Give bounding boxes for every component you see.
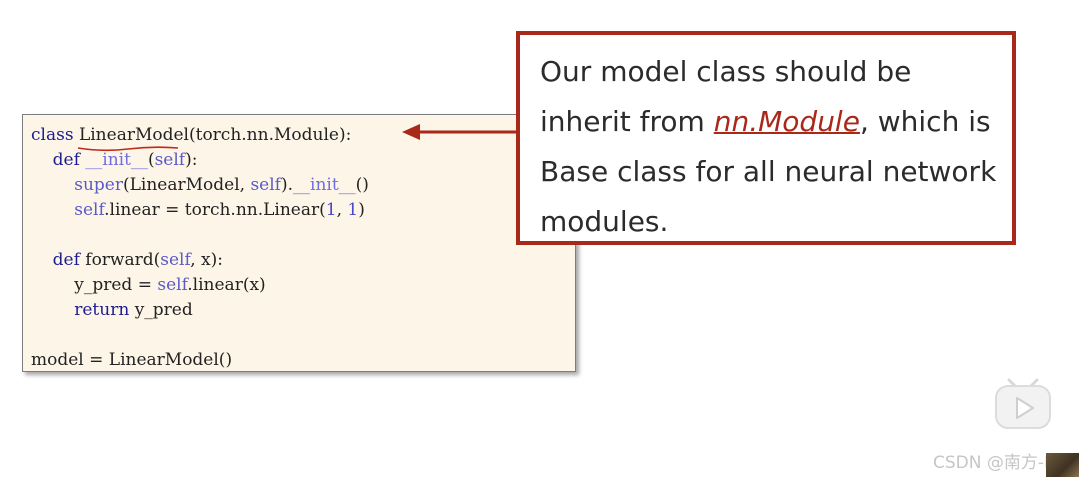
code-line-9	[31, 323, 369, 348]
code-line-2: def __init__(self):	[31, 148, 369, 173]
self-ref: self	[74, 200, 105, 220]
return-value: y_pred	[134, 300, 193, 320]
code-listing: class LinearModel(torch.nn.Module): def …	[31, 123, 369, 373]
keyword-return: return	[74, 300, 130, 320]
code-line-4: self.linear = torch.nn.Linear(1, 1)	[31, 198, 369, 223]
super-dot: ).	[280, 175, 294, 195]
class-name-underline	[77, 146, 178, 152]
forward-args: , x):	[190, 250, 223, 270]
annotation-box: Our model class should be inherit from n…	[516, 31, 1016, 245]
init-call: __init__	[293, 175, 356, 195]
comma: ,	[336, 200, 348, 220]
pointer-arrow-icon	[402, 124, 518, 140]
annotation-part-1: Our model class should be inherit from	[540, 55, 912, 138]
paren-close: )	[358, 200, 365, 220]
watermark: CSDN @南方-D	[933, 453, 1058, 473]
code-line-10: model = LinearModel()	[31, 348, 369, 373]
keyword-def: def	[52, 250, 80, 270]
class-name-text: LinearModel	[78, 125, 189, 145]
self-ref: self	[157, 275, 188, 295]
keyword-def: def	[52, 150, 80, 170]
paren-open: (	[147, 150, 155, 170]
code-line-7: y_pred = self.linear(x)	[31, 273, 369, 298]
assign-lhs: y_pred =	[74, 275, 158, 295]
code-line-3: super(LinearModel, self).__init__()	[31, 173, 369, 198]
model-instantiation: model = LinearModel()	[31, 350, 233, 370]
nn-module-link[interactable]: nn.Module	[713, 105, 860, 138]
number-literal: 1	[325, 200, 337, 220]
linear-call: .linear(x)	[187, 275, 266, 295]
code-line-5	[31, 223, 369, 248]
play-icon[interactable]	[993, 372, 1053, 432]
code-line-8: return y_pred	[31, 298, 369, 323]
annotation-text: Our model class should be inherit from n…	[540, 47, 1010, 247]
paren-close: ):	[185, 150, 198, 170]
super-call: super	[74, 175, 123, 195]
self-arg: self	[160, 250, 191, 270]
self-ref: self	[250, 175, 281, 195]
class-base: (torch.nn.Module):	[188, 125, 352, 145]
class-name: LinearModel	[77, 123, 189, 152]
linear-assign: .linear = torch.nn.Linear(	[104, 200, 326, 220]
annotation-part-2: , which is Base class for all neural net…	[540, 105, 997, 238]
code-line-1: class LinearModel(torch.nn.Module):	[31, 123, 369, 152]
number-literal: 1	[347, 200, 359, 220]
self-arg: self	[154, 150, 186, 170]
keyword-class: class	[31, 125, 74, 145]
corner-thumbnail	[1046, 453, 1079, 477]
code-block: class LinearModel(torch.nn.Module): def …	[22, 114, 576, 372]
init-parens: ()	[355, 175, 369, 195]
super-args: (LinearModel,	[122, 175, 251, 195]
init-name: __init__	[85, 150, 148, 170]
forward-name: forward(	[85, 250, 161, 270]
code-line-6: def forward(self, x):	[31, 248, 369, 273]
